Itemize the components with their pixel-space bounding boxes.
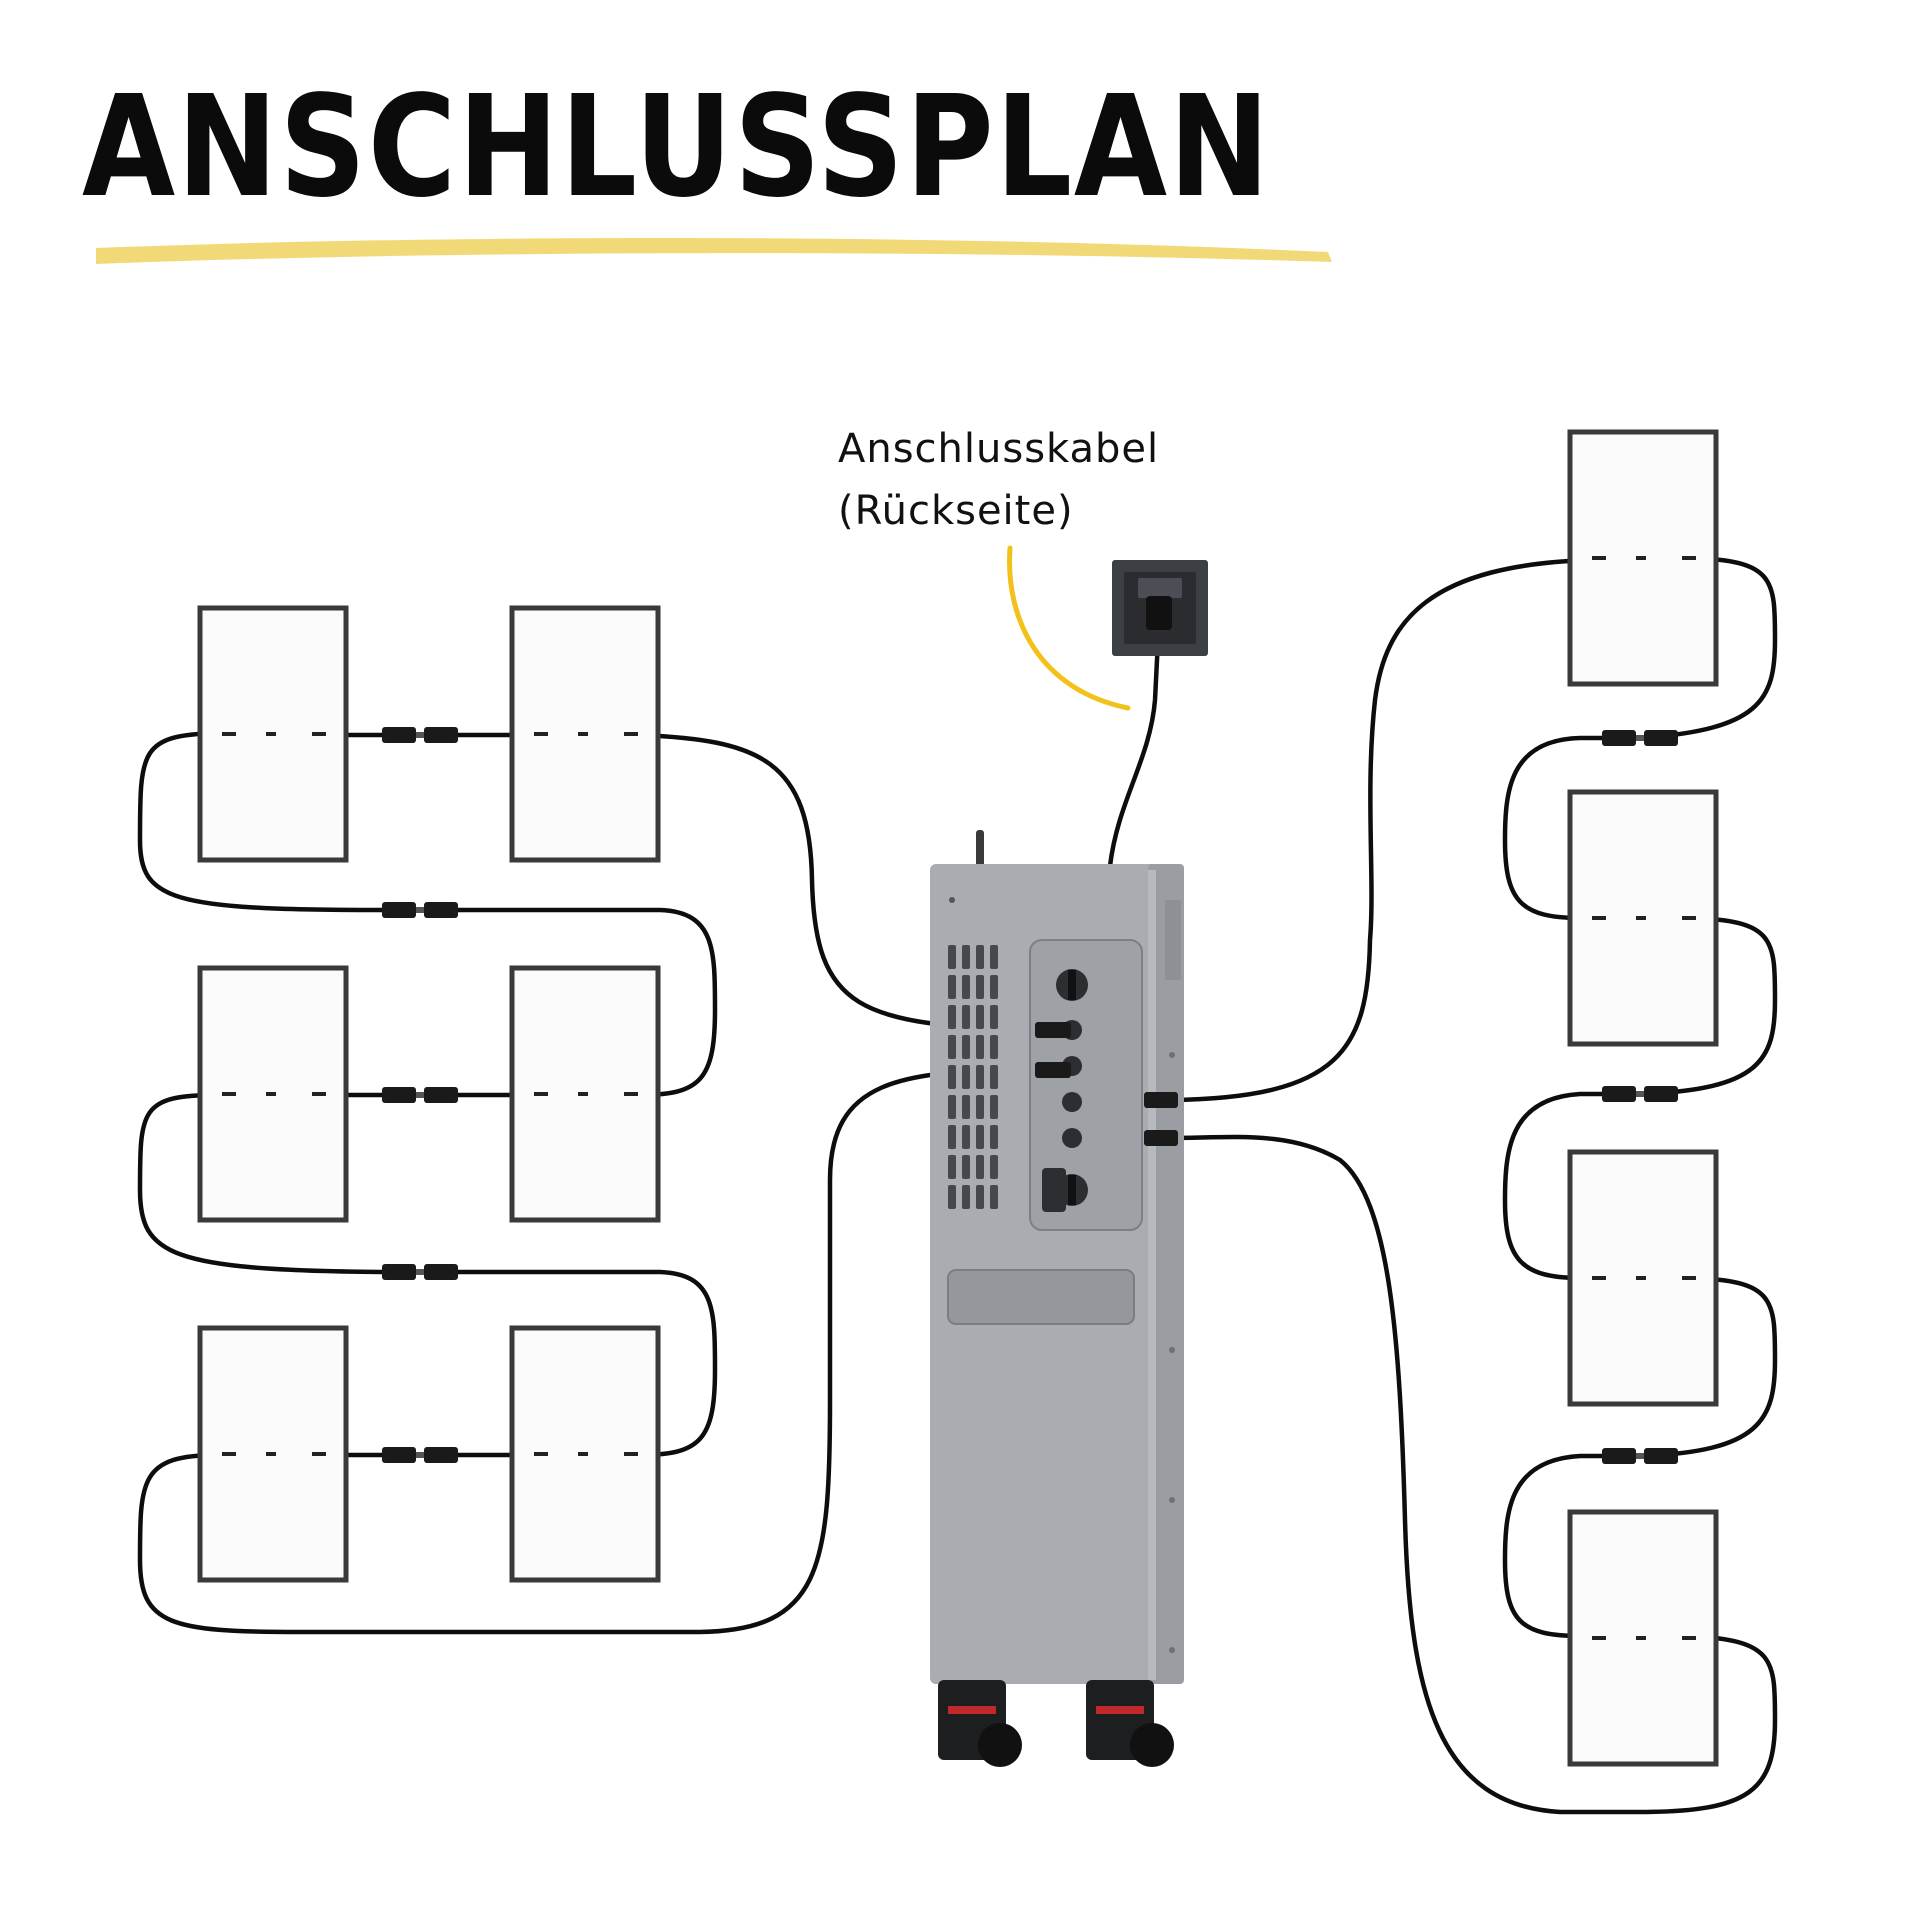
cable-right-4 (1167, 1134, 1778, 1815)
mc4-connector-icon (382, 1447, 458, 1463)
solar-panel-icon (197, 965, 349, 1223)
cable-left-1 (637, 732, 1038, 1033)
mc4-connector-icon (382, 902, 458, 918)
solar-panel-icon (1567, 789, 1719, 1047)
solar-panel-icon (1567, 1149, 1719, 1407)
battery-storage-unit-icon (930, 830, 1184, 1767)
control-panel (1029, 939, 1143, 1231)
mc4-connector-icon (1602, 1086, 1678, 1102)
cable-left-3 (137, 1092, 718, 1458)
mc4-connector-icon (1602, 1448, 1678, 1464)
callout-line-1: Anschlusskabel (838, 426, 1160, 472)
solar-panels (197, 429, 1719, 1767)
handle-recess (947, 1269, 1135, 1325)
cables (137, 555, 1778, 1815)
mc4-connector-icon (382, 1087, 458, 1103)
mc4-connector-icon (382, 727, 458, 743)
solar-panel-icon (1567, 1509, 1719, 1767)
cable-callout: Anschlusskabel (Rückseite) (838, 418, 1159, 542)
solar-panel-icon (509, 965, 661, 1223)
callout-line-2: (Rückseite) (838, 488, 1074, 534)
vent-grille (948, 945, 998, 1209)
solar-panel-icon (509, 605, 661, 863)
mc4-connector-icon (1602, 730, 1678, 746)
cable-right-top (1167, 557, 1593, 1103)
unit-connectors (1035, 1022, 1178, 1146)
solar-panel-icon (197, 1325, 349, 1583)
page-title: ANSCHLUSSPLAN (82, 66, 1272, 229)
title-highlight (96, 238, 1332, 264)
power-cord (1107, 637, 1161, 869)
mc4-connectors (382, 727, 1678, 1464)
callout-leader-line (1007, 545, 1131, 711)
cable-left-2 (137, 730, 718, 1098)
wall-socket-icon (1112, 560, 1208, 656)
solar-panel-icon (509, 1325, 661, 1583)
solar-panel-icon (1567, 429, 1719, 687)
solar-panel-icon (197, 605, 349, 863)
mc4-connector-icon (382, 1264, 458, 1280)
cable-left-4 (137, 1067, 1038, 1635)
